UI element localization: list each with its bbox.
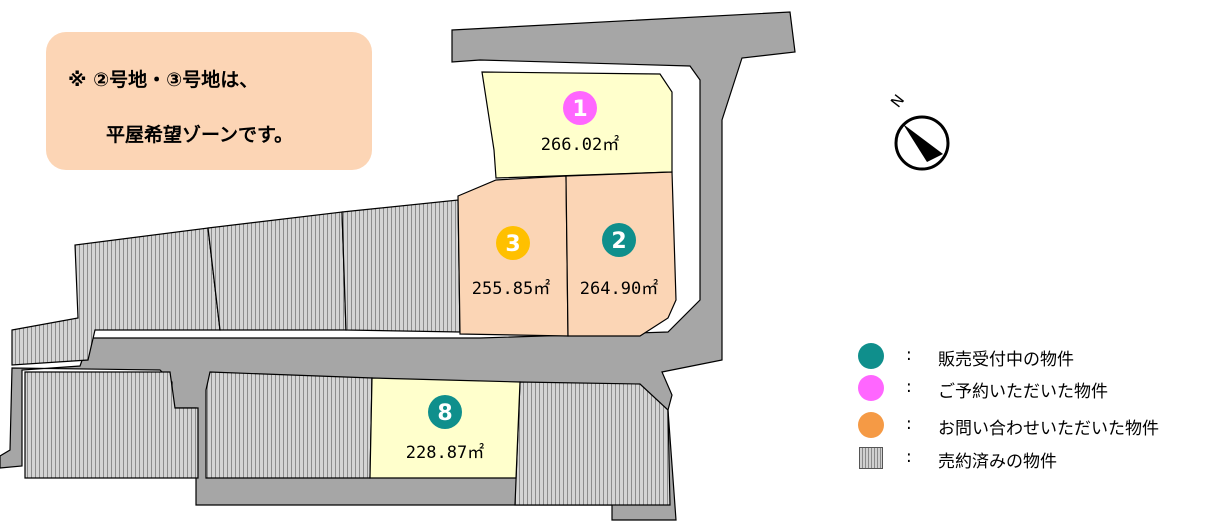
lot-8-label: 8 228.87㎡ <box>406 395 484 463</box>
lot-3-area: 255.85㎡ <box>472 279 550 299</box>
legend-separator: : <box>906 414 912 434</box>
legend-label: 販売受付中の物件 <box>938 350 1074 370</box>
lot-2-number: 2 <box>611 229 626 254</box>
legend-item-reserved: : ご予約いただいた物件 <box>858 374 1208 402</box>
lot-8-number: 8 <box>437 401 452 426</box>
sold-lots <box>11 199 671 506</box>
legend-separator: : <box>906 345 912 365</box>
legend-label: ご予約いただいた物件 <box>938 382 1108 402</box>
lot-8-area: 228.87㎡ <box>406 443 484 463</box>
lot-3-label: 3 255.85㎡ <box>472 226 550 299</box>
lot-2-area: 264.90㎡ <box>580 279 658 299</box>
legend-label: 売約済みの物件 <box>938 452 1057 472</box>
lot-8-badge <box>428 395 462 429</box>
north-label: N <box>887 91 908 111</box>
legend-separator: : <box>906 447 912 467</box>
inquired-swatch-icon <box>858 412 884 438</box>
lot-2-label: 2 264.90㎡ <box>580 223 658 299</box>
legend-separator: : <box>906 377 912 397</box>
lot-1-label: 1 266.02㎡ <box>541 91 619 155</box>
lot-2-badge <box>602 223 636 257</box>
lot-1-badge <box>563 91 597 125</box>
legend-item-sold: : 売約済みの物件 <box>858 444 1208 472</box>
sold-lot <box>24 371 199 479</box>
sold-lot <box>207 211 347 331</box>
legend-label: お問い合わせいただいた物件 <box>938 419 1159 439</box>
lot-3-number: 3 <box>505 232 520 257</box>
north-arrow-icon: N <box>887 91 950 171</box>
lot-1-parcel[interactable] <box>481 71 673 179</box>
lot-3-badge <box>496 226 530 260</box>
sold-swatch-icon <box>859 447 883 469</box>
for-sale-swatch-icon <box>858 343 884 369</box>
note-box: ※ ②号地・③号地は、 平屋希望ゾーンです。 <box>46 32 372 170</box>
sold-lot <box>341 199 461 333</box>
lot-1-area: 266.02㎡ <box>541 135 619 155</box>
legend-item-inquired: : お問い合わせいただいた物件 <box>858 411 1208 439</box>
note-line-1: ※ ②号地・③号地は、 <box>68 69 259 91</box>
legend-item-for-sale: : 販売受付中の物件 <box>858 342 1208 370</box>
reserved-swatch-icon <box>858 375 884 401</box>
lot-1-number: 1 <box>572 97 587 122</box>
note-line-2: 平屋希望ゾーンです。 <box>106 124 294 146</box>
sold-lot <box>514 381 671 506</box>
sold-lot <box>205 371 373 479</box>
